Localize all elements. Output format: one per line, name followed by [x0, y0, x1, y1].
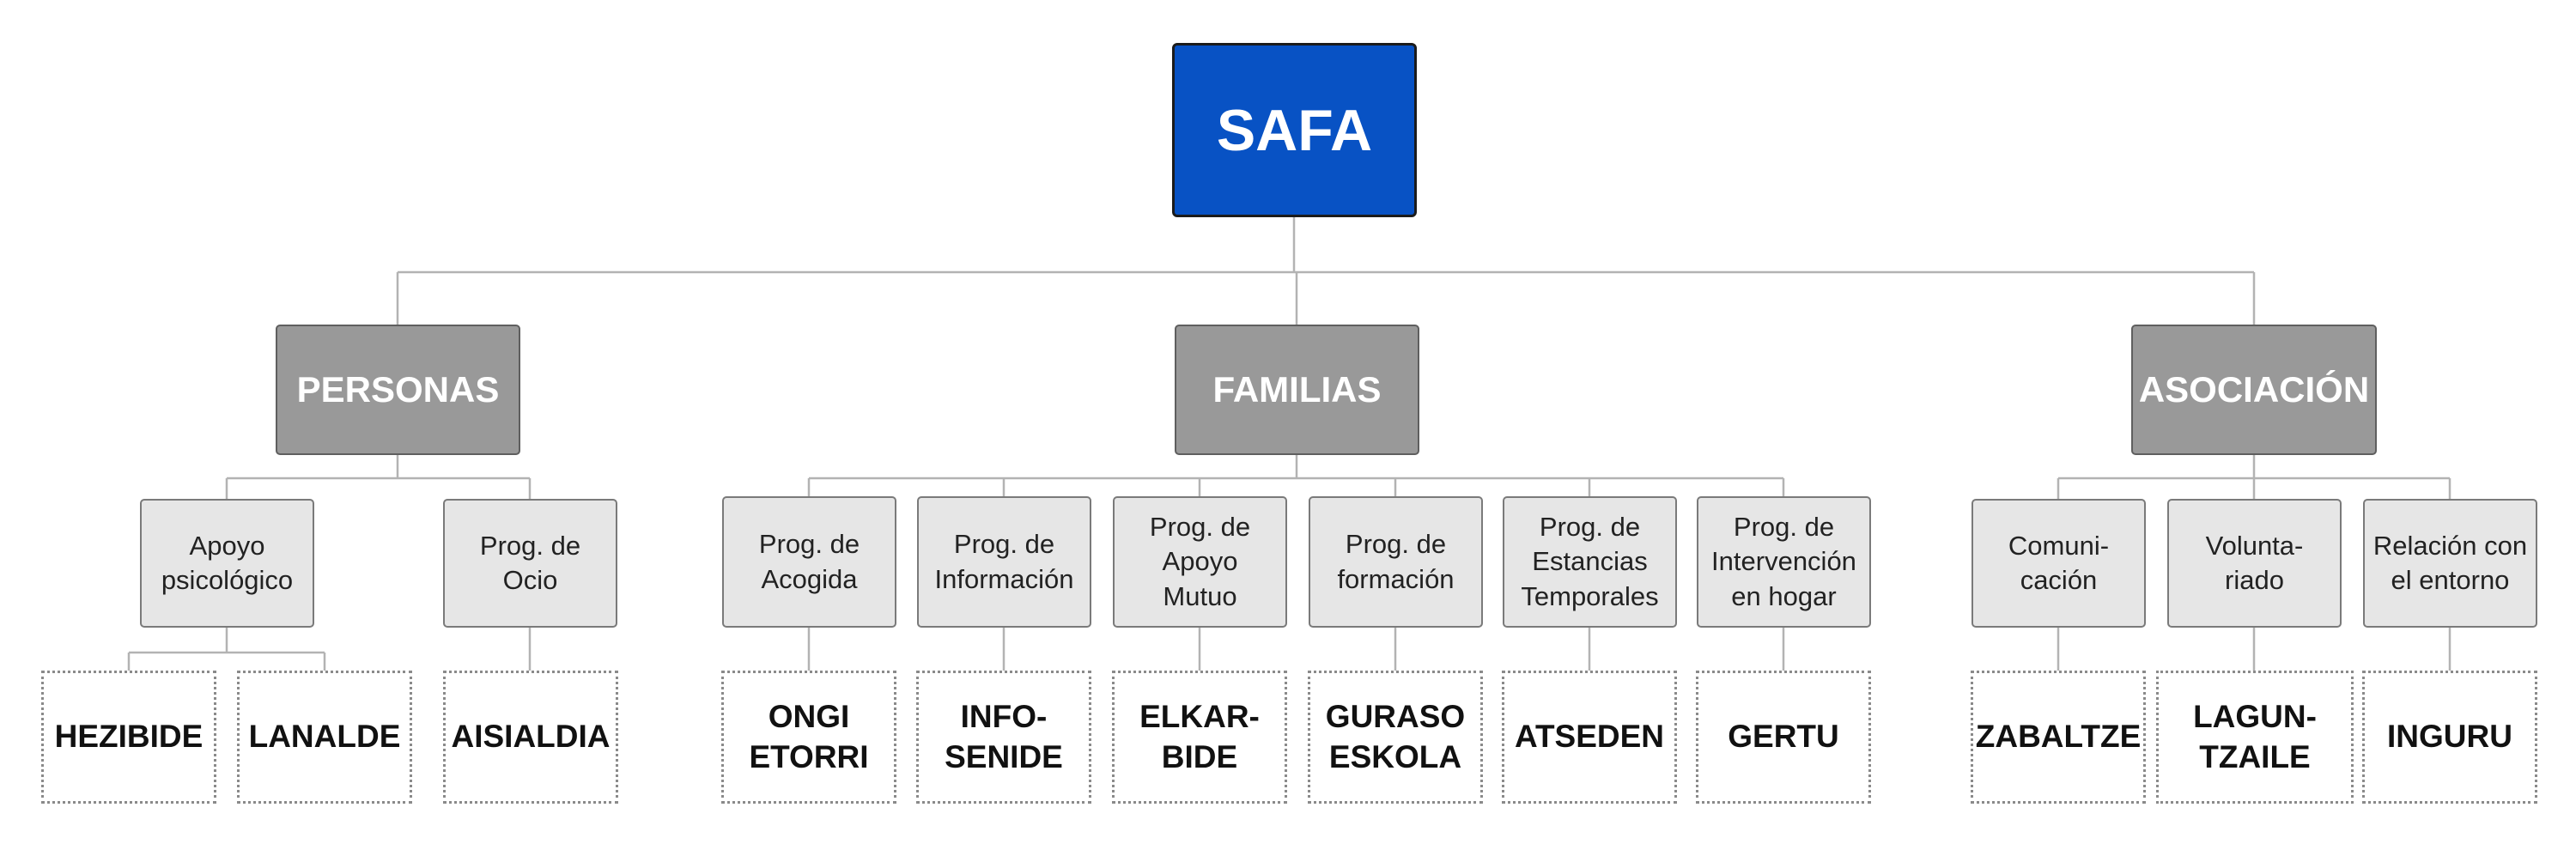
root-node-safa: SAFA: [1172, 43, 1417, 217]
leaf-gertu: GERTU: [1696, 671, 1871, 804]
program-apoyo-mutuo: Prog. de Apoyo Mutuo: [1113, 496, 1287, 628]
program-formacion: Prog. de formación: [1309, 496, 1483, 628]
program-voluntariado: Volunta- riado: [2167, 499, 2342, 628]
leaf-info-senide: INFO- SENIDE: [916, 671, 1091, 804]
program-estancias-temporales: Prog. de Estancias Temporales: [1503, 496, 1677, 628]
program-comunicacion: Comuni- cación: [1971, 499, 2146, 628]
leaf-guraso-eskola: GURASO ESKOLA: [1308, 671, 1483, 804]
program-intervencion-hogar: Prog. de Intervención en hogar: [1697, 496, 1871, 628]
program-relacion-entorno: Relación con el entorno: [2363, 499, 2537, 628]
leaf-atseden: ATSEDEN: [1502, 671, 1677, 804]
leaf-elkar-bide: ELKAR- BIDE: [1112, 671, 1287, 804]
program-acogida: Prog. de Acogida: [722, 496, 896, 628]
program-apoyo-psicologico: Apoyo psicológico: [140, 499, 314, 628]
leaf-hezibide: HEZIBIDE: [41, 671, 216, 804]
leaf-lanalde: LANALDE: [237, 671, 412, 804]
leaf-ongi-etorri: ONGI ETORRI: [721, 671, 896, 804]
leaf-zabaltze: ZABALTZE: [1971, 671, 2146, 804]
leaf-lagun-tzaile: LAGUN- TZAILE: [2156, 671, 2354, 804]
program-ocio: Prog. de Ocio: [443, 499, 617, 628]
leaf-inguru: INGURU: [2362, 671, 2537, 804]
leaf-aisialdia: AISIALDIA: [443, 671, 618, 804]
category-asociacion: ASOCIACIÓN: [2131, 325, 2377, 455]
program-informacion: Prog. de Información: [917, 496, 1091, 628]
category-familias: FAMILIAS: [1175, 325, 1419, 455]
category-personas: PERSONAS: [276, 325, 520, 455]
